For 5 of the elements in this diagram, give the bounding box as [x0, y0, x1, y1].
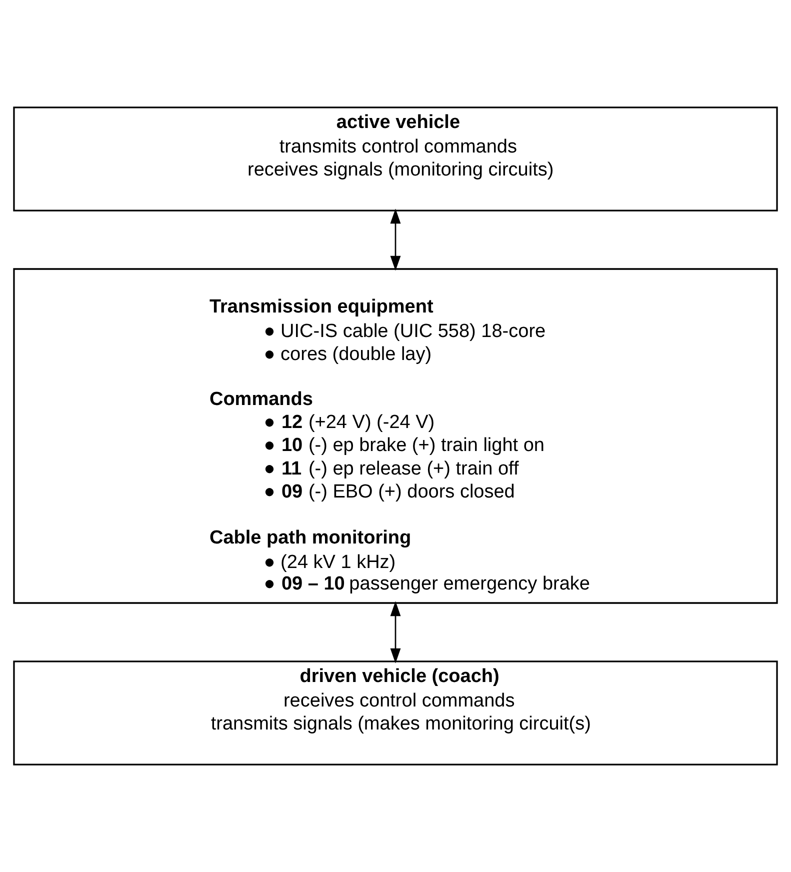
- node-box: Transmission equipment ● UIC-IS cable (UIC 558) 18-core ● cores (double lay) Commands ● 12 (+24 V) (-24 V) ● 10 (-) ep brake (+) train light on ● 11 (-) ep release (+) train off ● 09 (-) EBO (+) doors closed Cable path monitoring ● (24 kV 1 kHz) ● 09 – 10 passenger emergency brake: [13, 268, 778, 604]
- node-box: active vehicle transmits control commands receives signals (monitoring circuits): [13, 106, 778, 212]
- node-box: driven vehicle (coach) receives control commands transmits signals (makes monitoring circuit(s): [13, 660, 778, 766]
- arrow: [390, 601, 401, 664]
- arrow: [390, 208, 401, 271]
